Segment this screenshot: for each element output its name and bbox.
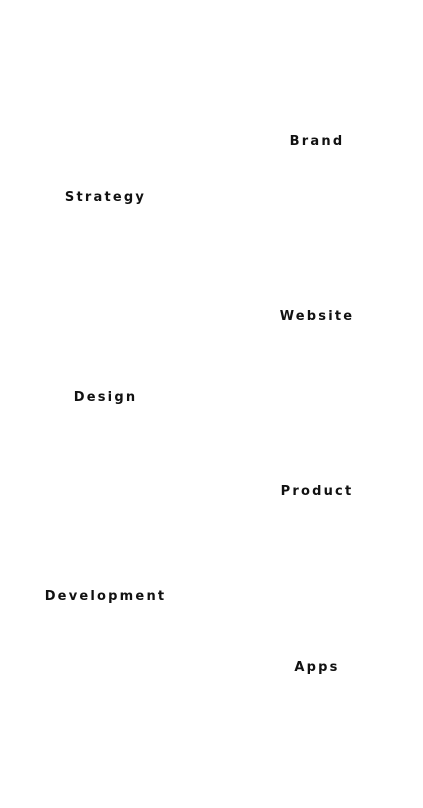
service-link-development[interactable]: Development bbox=[44, 589, 167, 604]
service-link-strategy[interactable]: Strategy bbox=[64, 190, 147, 205]
service-link-website[interactable]: Website bbox=[279, 309, 355, 324]
service-link-product[interactable]: Product bbox=[280, 484, 354, 499]
services-column-right: Brand Website Product Apps bbox=[211, 0, 423, 808]
service-link-design[interactable]: Design bbox=[73, 390, 138, 405]
service-link-apps[interactable]: Apps bbox=[294, 660, 340, 675]
services-column-left: Strategy Design Development bbox=[0, 0, 211, 808]
service-link-brand[interactable]: Brand bbox=[289, 134, 345, 149]
